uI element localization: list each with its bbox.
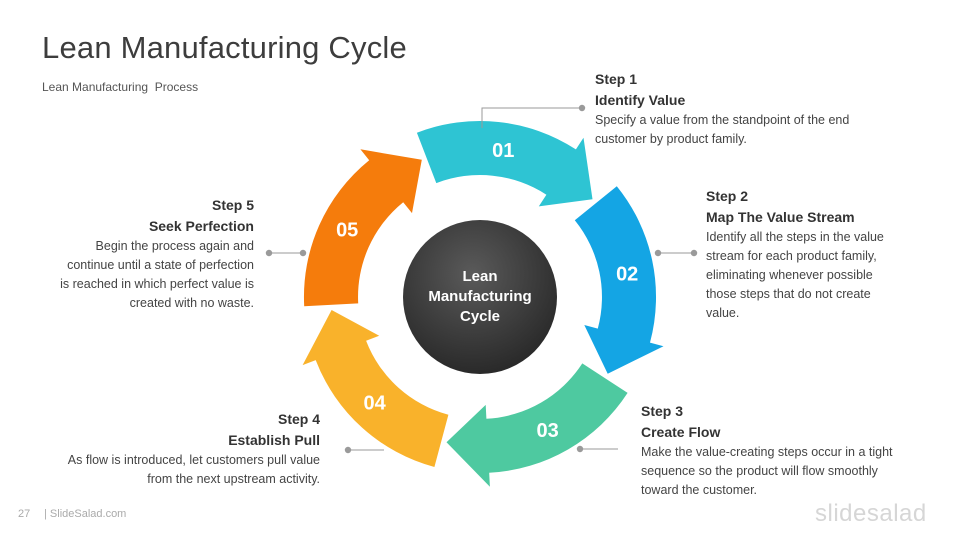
step-1-label: Step 1 [595, 71, 638, 87]
connector-dot-step-1-1 [578, 104, 586, 112]
step-2-block: Step 2 Map The Value Stream Identify all… [706, 186, 936, 323]
step-5-title: Seek Perfection [148, 218, 254, 234]
step-4-desc-line-2: from the next upstream activity. [147, 472, 320, 486]
page-number: 27 [18, 508, 31, 520]
center-label-line-1: Lean [462, 268, 497, 285]
step-2-number: 02 [616, 264, 638, 286]
arrow-step-1 [416, 120, 593, 207]
center-label-line-2: Manufacturing [428, 288, 531, 305]
step-2-label: Step 2 [706, 188, 749, 204]
step-1-block: Step 1 Identify Value Specify a value fr… [595, 69, 925, 149]
connector-dot-step-4-1 [344, 446, 352, 454]
connector-dot-step-5-1 [265, 249, 273, 257]
step-2-desc-line-5: value. [706, 306, 740, 320]
arrow-step-4 [302, 310, 449, 467]
step-5-block: Step 5 Seek Perfection Begin the process… [14, 195, 254, 313]
step-3-label: Step 3 [641, 403, 684, 419]
step-4-number: 04 [363, 392, 386, 414]
page-subtitle: Lean Manufacturing Process [42, 80, 199, 94]
page-title: Lean Manufacturing Cycle [42, 30, 407, 65]
connector-step-1 [481, 107, 582, 128]
step-3-desc-line-1: Make the value-creating steps occur in a… [641, 445, 893, 459]
step-5-number: 05 [336, 219, 358, 241]
step-1-title: Identify Value [595, 92, 686, 108]
arrow-step-3 [446, 363, 628, 487]
center-circle [403, 220, 557, 374]
connector-dot-step-2-1 [654, 249, 662, 257]
step-5-desc-line-1: Begin the process again and [95, 239, 254, 253]
connector-dot-step-3-1 [576, 445, 584, 453]
arrow-step-5 [303, 149, 422, 307]
center-label-line-3: Cycle [460, 308, 500, 325]
step-2-desc-line-1: Identify all the steps in the value [706, 230, 884, 244]
step-3-title: Create Flow [641, 424, 721, 440]
arrow-step-2 [574, 186, 664, 374]
step-1-desc-line-1: Specify a value from the standpoint of t… [595, 113, 850, 127]
step-3-number: 03 [536, 420, 558, 442]
step-5-desc-line-4: created with no waste. [129, 296, 254, 310]
connector-dot-step-5-2 [299, 249, 307, 257]
step-2-desc-line-4: those steps that do not create [706, 287, 871, 301]
step-2-desc-line-3: eliminating whenever possible [706, 268, 873, 282]
step-1-desc-line-2: customer by product family. [595, 132, 747, 146]
step-3-desc-line-3: toward the customer. [641, 483, 758, 497]
step-4-block: Step 4 Establish Pull As flow is introdu… [20, 409, 320, 489]
step-4-label: Step 4 [277, 411, 320, 427]
step-2-desc-line-2: stream for each product family, [706, 249, 877, 263]
step-2-title: Map The Value Stream [706, 209, 855, 225]
connector-dot-step-2-2 [690, 249, 698, 257]
step-3-desc-line-2: sequence so the product will flow smooth… [641, 464, 878, 478]
step-1-number: 01 [492, 140, 514, 162]
step-4-title: Establish Pull [228, 432, 320, 448]
footer-site: | SlideSalad.com [44, 508, 127, 520]
step-4-desc-line-1: As flow is introduced, let customers pul… [67, 453, 320, 467]
step-3-block: Step 3 Create Flow Make the value-creati… [641, 401, 941, 500]
step-5-desc-line-3: is reached in which perfect value is [60, 277, 254, 291]
step-5-label: Step 5 [211, 197, 254, 213]
step-5-desc-line-2: continue until a state of perfection [67, 258, 254, 272]
brand-logo: slidesalad [815, 500, 927, 527]
